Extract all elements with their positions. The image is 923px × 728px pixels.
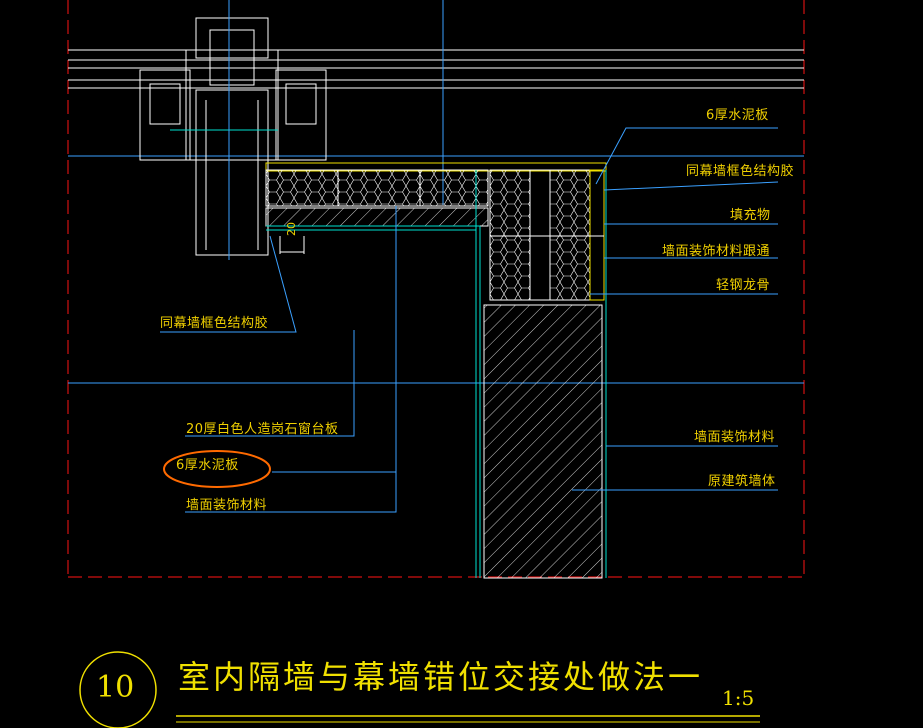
label-filler: 填充物 — [730, 208, 771, 223]
label-original-wall: 原建筑墙体 — [708, 474, 776, 489]
label-marble-sill: 20厚白色人造岗石窗台板 — [186, 422, 339, 437]
dimension-20: 20 — [285, 222, 298, 236]
detail-number: 10 — [96, 670, 135, 705]
window-sill — [265, 162, 607, 231]
curtain-wall-lines — [68, 49, 804, 89]
highlight-ellipse — [163, 450, 271, 488]
label-wall-finish-right: 墙面装饰材料 — [694, 430, 776, 445]
drawing-scale: 1:5 — [722, 686, 755, 710]
title-block — [79, 651, 760, 728]
label-light-steel-keel: 轻钢龙骨 — [716, 278, 771, 293]
partition-wall — [475, 169, 607, 578]
left-leaders — [160, 206, 397, 513]
label-cement-board-right: 6厚水泥板 — [706, 108, 769, 123]
label-structural-sealant-left: 同幕墙框色结构胶 — [160, 316, 269, 331]
drawing-frame — [67, 0, 805, 578]
label-wall-finish-left: 墙面装饰材料 — [186, 498, 268, 513]
drawing-title: 室内隔墙与幕墙错位交接处做法一 — [178, 658, 704, 696]
building-wall — [483, 304, 603, 579]
label-finish-material-through: 墙面装饰材料跟通 — [662, 244, 771, 259]
label-structural-sealant-right: 同幕墙框色结构胶 — [686, 164, 795, 179]
label-cement-board-left: 6厚水泥板 — [176, 458, 239, 473]
right-leaders — [572, 127, 779, 491]
mullion-profile — [139, 17, 327, 256]
